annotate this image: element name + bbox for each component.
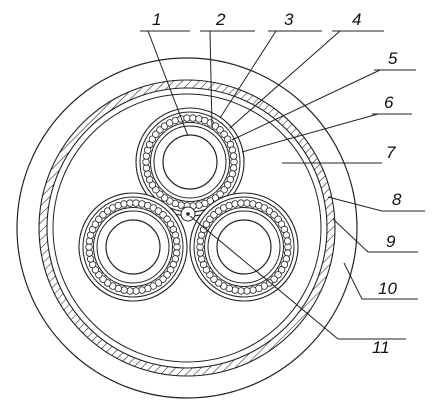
screen-wire xyxy=(152,186,160,194)
screen-wire xyxy=(126,287,134,295)
screen-wire xyxy=(138,286,146,294)
label-9: 9 xyxy=(386,232,396,251)
screen-wire xyxy=(249,286,257,294)
conductor xyxy=(105,219,161,275)
screen-wire xyxy=(229,164,238,172)
screen-wire xyxy=(85,237,94,245)
cable-cores xyxy=(78,107,299,302)
screen-wire xyxy=(173,243,181,251)
screen-wire xyxy=(196,237,205,245)
screen-wire xyxy=(85,243,93,251)
core-right xyxy=(189,192,299,302)
label-10: 10 xyxy=(378,279,397,298)
screen-wire xyxy=(120,200,128,208)
screen-wire xyxy=(86,255,95,263)
screen-wire xyxy=(220,130,228,138)
screen-wire xyxy=(91,220,100,228)
label-1: 1 xyxy=(152,10,161,29)
label-4: 4 xyxy=(352,10,361,29)
central-filler-dot xyxy=(186,212,190,216)
label-7: 7 xyxy=(386,143,396,162)
screen-wire xyxy=(143,170,152,178)
screen-wire xyxy=(274,215,282,223)
screen-wire xyxy=(142,158,150,166)
screen-wire xyxy=(85,249,94,257)
screen-wire xyxy=(283,249,292,257)
screen-wire xyxy=(223,181,232,189)
screen-wire xyxy=(142,164,151,172)
inner-separator xyxy=(52,93,322,363)
screen-wire xyxy=(229,152,238,160)
screen-wire xyxy=(284,243,292,251)
screen-wire xyxy=(132,199,140,207)
leader-lines xyxy=(140,30,425,340)
screen-wire xyxy=(172,249,181,257)
core-top xyxy=(135,107,245,217)
label-11: 11 xyxy=(372,338,390,357)
screen-wire xyxy=(282,231,291,239)
screen-wire xyxy=(189,114,197,122)
screen-wire xyxy=(171,231,180,239)
screen-wire xyxy=(277,266,286,274)
label-8: 8 xyxy=(392,190,402,209)
screen-wire xyxy=(142,152,151,160)
screen-wire xyxy=(206,271,214,279)
screen-wire xyxy=(196,243,204,251)
screen-wire xyxy=(231,200,239,208)
screen-wire xyxy=(163,215,171,223)
screen-wire xyxy=(95,271,103,279)
label-2: 2 xyxy=(215,10,226,29)
label-5: 5 xyxy=(388,49,398,68)
screen-wire xyxy=(148,135,157,143)
core-left xyxy=(78,192,188,302)
screen-wire xyxy=(230,158,238,166)
conductor xyxy=(162,134,218,190)
label-3: 3 xyxy=(284,10,294,29)
screen-wire xyxy=(237,287,245,295)
screen-wire xyxy=(243,199,251,207)
screen-wire xyxy=(166,266,175,274)
screen-wire xyxy=(202,220,211,228)
screen-wire xyxy=(197,255,206,263)
screen-wire xyxy=(195,201,203,209)
screen-wire xyxy=(228,146,237,154)
screen-wire xyxy=(172,237,181,245)
screen-wire xyxy=(283,237,292,245)
screen-wire xyxy=(196,249,205,257)
conductor xyxy=(216,219,272,275)
label-6: 6 xyxy=(384,93,394,112)
